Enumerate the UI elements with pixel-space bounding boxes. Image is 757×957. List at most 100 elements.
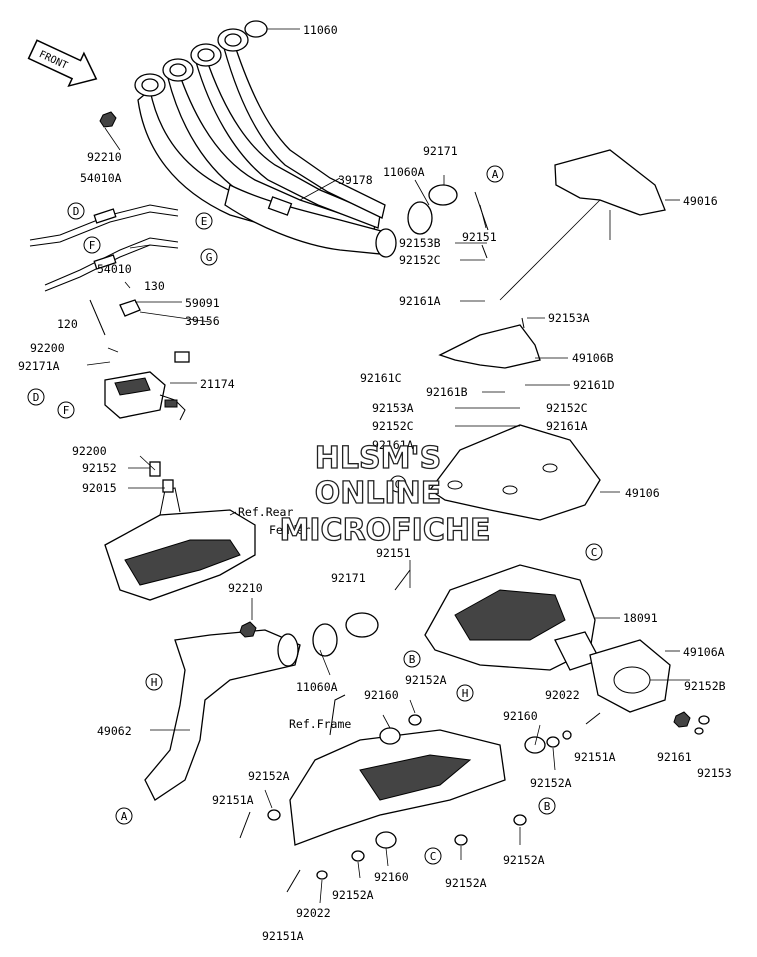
label-92015: 92015 [82, 481, 117, 495]
heat-shield-49016 [554, 149, 666, 216]
label-92152B: 92152B [684, 679, 726, 693]
label-92200-a: 92200 [30, 341, 65, 355]
label-92151A-c: 92151A [262, 929, 304, 943]
circle-B-1: B [409, 653, 416, 666]
label-92152A-b: 92152A [530, 776, 572, 790]
circle-G-2: G [395, 478, 402, 491]
circle-A-1: A [492, 168, 499, 181]
ref-rear-fender-2: Fender [269, 523, 311, 537]
label-130: 130 [144, 279, 165, 293]
heat-cover-49106B [438, 324, 541, 369]
circle-G-1: G [206, 251, 213, 264]
clamp-92171-mid [345, 612, 379, 638]
label-92153: 92153 [697, 766, 732, 780]
nut-92210-top [99, 111, 117, 128]
label-92153A-b: 92153A [372, 401, 414, 415]
label-54010: 54010 [97, 262, 132, 276]
label-11060A-top: 11060A [383, 165, 425, 179]
label-92152A-a: 92152A [405, 673, 447, 687]
label-54010A: 54010A [80, 171, 122, 185]
cables [29, 204, 179, 292]
circle-C-2: C [430, 850, 437, 863]
label-92161B: 92161B [426, 385, 468, 399]
label-92022-b: 92022 [296, 906, 331, 920]
label-92210-mid: 92210 [228, 581, 263, 595]
circle-D-1: D [73, 205, 80, 218]
label-39178: 39178 [338, 173, 373, 187]
label-92171A: 92171A [18, 359, 60, 373]
label-92152A-d: 92152A [503, 853, 545, 867]
end-cap-49106A [589, 639, 671, 713]
label-92160-b: 92160 [503, 709, 538, 723]
label-18091: 18091 [623, 611, 658, 625]
label-92161: 92161 [657, 750, 692, 764]
circle-B-2: B [544, 800, 551, 813]
label-21174: 21174 [200, 377, 235, 391]
label-92151A-b: 92151A [212, 793, 254, 807]
front-arrow: FRONT [27, 39, 98, 88]
label-92152A-f: 92152A [445, 876, 487, 890]
label-92210-top: 92210 [87, 150, 122, 164]
label-120: 120 [57, 317, 78, 331]
label-92171-mid: 92171 [331, 571, 366, 585]
watermark: HLSM'S ONLINE MICROFICHE [279, 440, 491, 548]
ref-frame: Ref.Frame [289, 717, 351, 731]
label-92153A-a: 92153A [548, 311, 590, 325]
ref-rear-fender: Ref.Rear [238, 505, 293, 519]
label-39156: 39156 [185, 314, 220, 328]
muffler-cover-49106 [429, 424, 601, 521]
label-92171-top: 92171 [423, 144, 458, 158]
label-92200-b: 92200 [72, 444, 107, 458]
label-49106: 49106 [625, 486, 660, 500]
label-92161A-b: 92161A [546, 419, 588, 433]
label-92160-a: 92160 [364, 688, 399, 702]
link-pipe-49062 [144, 629, 301, 801]
circle-markers: D F E G A D F G C B H H A B C [27, 165, 603, 865]
circle-A-2: A [121, 810, 128, 823]
label-92152C-c: 92152C [372, 419, 414, 433]
label-11060A-mid: 11060A [296, 680, 338, 694]
frame-bracket [289, 694, 546, 849]
label-49106A: 49106A [683, 645, 725, 659]
watermark-line2: ONLINE [315, 476, 442, 511]
watermark-line1: HLSM'S [315, 441, 441, 476]
servo-assembly [89, 299, 190, 421]
label-92161A-a: 92161A [399, 294, 441, 308]
label-92152A-e: 92152A [332, 888, 374, 902]
clamp-92171-top [428, 184, 458, 206]
circle-F-2: F [63, 404, 70, 417]
circle-H-1: H [151, 676, 158, 689]
gasket-11060A-top [407, 201, 433, 235]
label-92151-mid: 92151 [376, 546, 411, 560]
circle-F-1: F [89, 239, 96, 252]
label-92022-a: 92022 [545, 688, 580, 702]
label-49106B: 49106B [572, 351, 614, 365]
label-59091: 59091 [185, 296, 220, 310]
gasket-11060 [244, 20, 268, 38]
label-92161C: 92161C [360, 371, 402, 385]
label-92153B: 92153B [399, 236, 441, 250]
muffler-18091 [424, 564, 601, 671]
label-92151-top: 92151 [462, 230, 497, 244]
label-92152: 92152 [82, 461, 117, 475]
label-92152C-a: 92152C [399, 253, 441, 267]
circle-E: E [201, 215, 208, 228]
label-92160-c: 92160 [374, 870, 409, 884]
circle-C-1: C [591, 546, 598, 559]
label-49062: 49062 [97, 724, 132, 738]
label-92151A-a: 92151A [574, 750, 616, 764]
label-49016: 49016 [683, 194, 718, 208]
label-92152A-c: 92152A [248, 769, 290, 783]
part-labels: 11060 92210 54010A 39178 54010 130 59091… [18, 23, 732, 943]
label-92152C-b: 92152C [546, 401, 588, 415]
label-92161A-c: 92161A [372, 438, 414, 452]
circle-D-2: D [33, 391, 40, 404]
watermark-line3: MICROFICHE [280, 513, 491, 548]
circle-H-2: H [462, 687, 469, 700]
leader-lines [86, 28, 690, 904]
rear-fender-bracket [104, 461, 256, 601]
exhaust-header-pipes [134, 28, 397, 258]
gasket-11060A-mid [312, 623, 338, 657]
label-92161D: 92161D [573, 378, 615, 392]
